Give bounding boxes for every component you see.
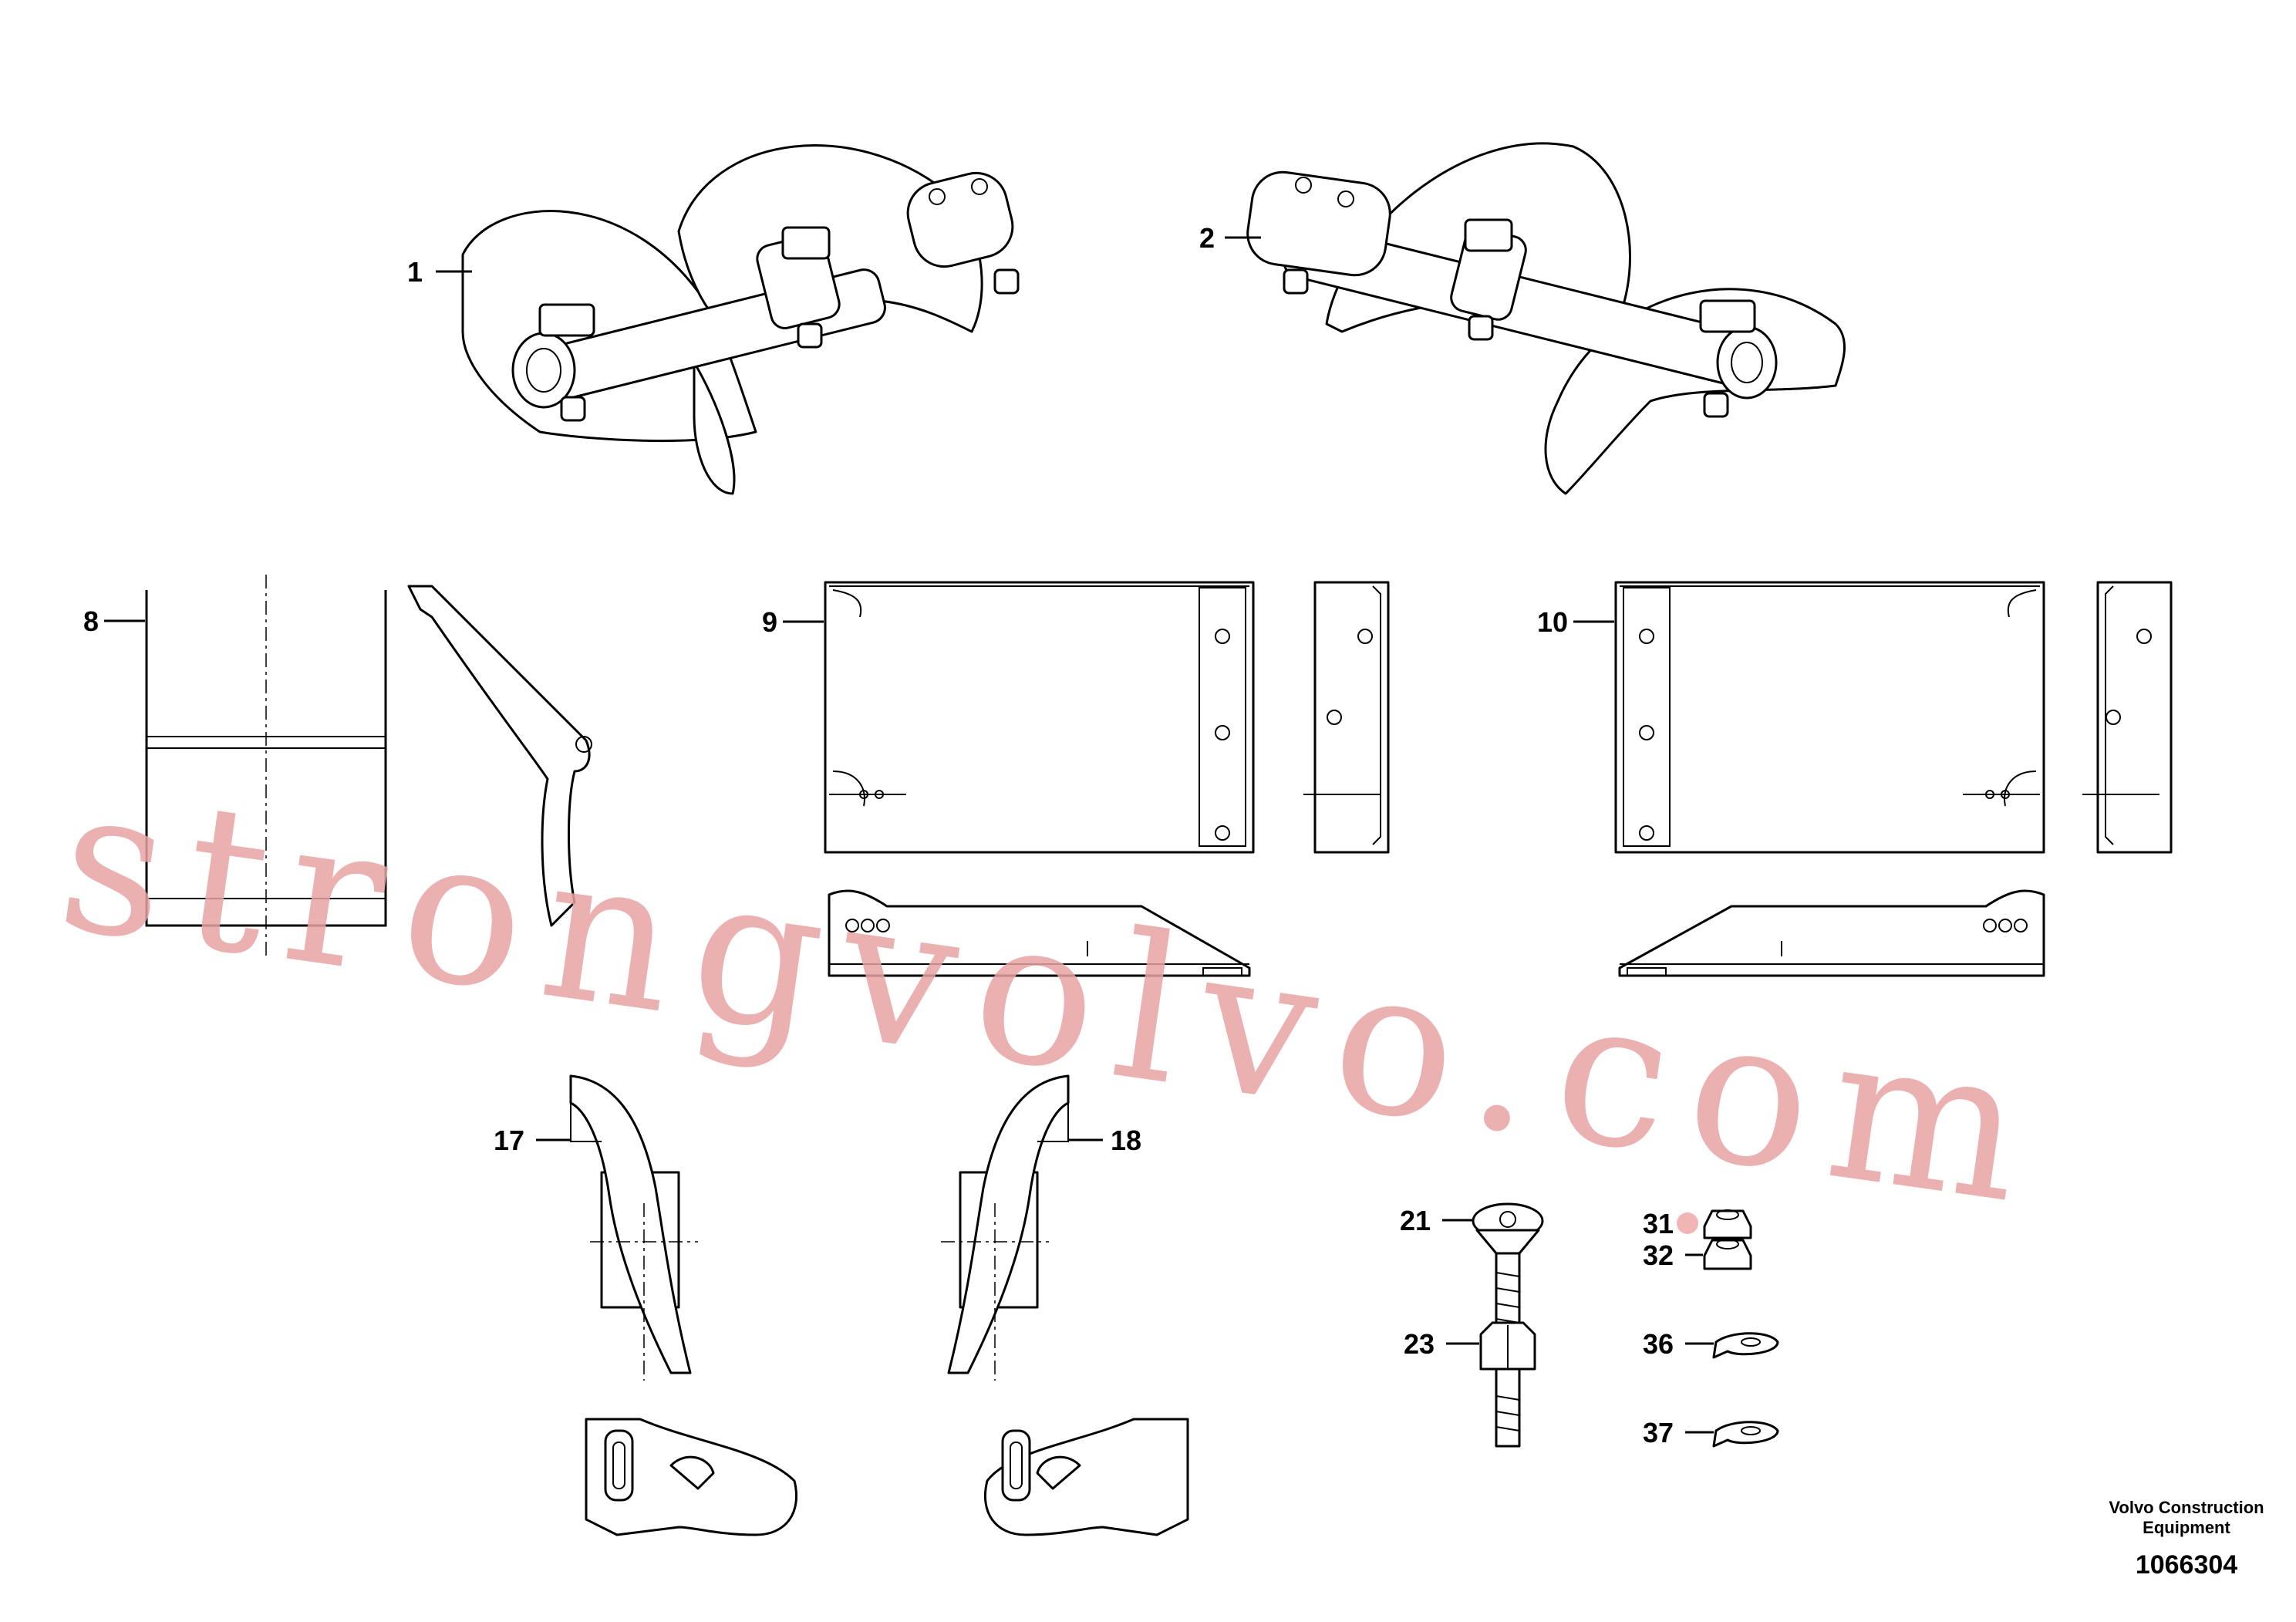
part-18-tooth-right[interactable] [941, 1074, 1189, 1536]
part-2-auger-right[interactable] [1244, 142, 1846, 495]
part-31-nut[interactable] [1703, 1209, 1752, 1239]
callout-18: 18 [1111, 1125, 1141, 1156]
part-32-nut[interactable] [1703, 1239, 1752, 1270]
callout-21: 21 [1400, 1205, 1431, 1236]
callout-31: 31 [1643, 1208, 1674, 1239]
part-9-wear-plate[interactable] [824, 581, 1390, 977]
part-10-wear-plate[interactable] [1614, 581, 2173, 977]
part-17-tooth-left[interactable] [569, 1074, 798, 1536]
callout-8: 8 [83, 605, 99, 637]
brand-line-1: Volvo Construction [2109, 1498, 2264, 1517]
part-36-tab-washer[interactable] [1712, 1332, 1779, 1359]
callout-9: 9 [762, 606, 777, 638]
callout-36: 36 [1643, 1328, 1674, 1360]
callout-1: 1 [407, 256, 423, 288]
brand-line-2: Equipment [2143, 1518, 2230, 1537]
callout-10: 10 [1537, 606, 1568, 638]
part-37-tab-washer[interactable] [1712, 1421, 1779, 1448]
part-21-countersunk-bolt[interactable] [1472, 1202, 1544, 1336]
callout-37: 37 [1643, 1417, 1674, 1448]
part-8-flight-blade[interactable] [145, 575, 592, 956]
callout-32: 32 [1643, 1239, 1674, 1271]
callout-17: 17 [494, 1125, 524, 1156]
document-number: 1066304 [2136, 1550, 2237, 1580]
part-23-hex-bolt[interactable] [1479, 1321, 1536, 1448]
callout-23: 23 [1404, 1328, 1435, 1360]
marker-dot [1677, 1212, 1698, 1234]
callout-2: 2 [1199, 222, 1215, 254]
part-1-auger-left[interactable] [461, 144, 1020, 495]
